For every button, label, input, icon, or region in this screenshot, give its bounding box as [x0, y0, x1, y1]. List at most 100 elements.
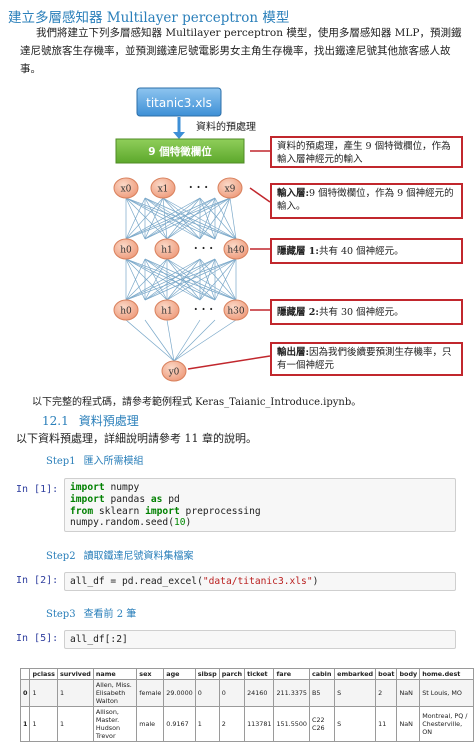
after-diagram-text: 以下完整的程式碼，請參考範例程式 Keras_Taianic_Introduce…	[32, 397, 362, 408]
table-cell: B5	[308, 679, 336, 707]
preprocess-label: 資料的預處理	[196, 120, 256, 133]
annotation-output-layer: 輸出層:因為我們後續要預測生存機率，只有一個神經元	[270, 342, 463, 376]
connection-line	[125, 197, 201, 240]
table-cell: Montreal, PQ / Chesterville, ON	[419, 706, 474, 742]
connection-line	[144, 258, 168, 301]
connection-line	[199, 258, 216, 301]
cell-2-code[interactable]: all_df = pd.read_excel("data/titanic3.xl…	[64, 572, 456, 591]
connection-line	[173, 319, 201, 362]
ellipsis-label: · · ·	[194, 303, 213, 316]
section-title: 資料預處理	[78, 414, 139, 428]
table-cell: 151.5500	[273, 706, 310, 742]
table-cell: S	[334, 679, 377, 707]
table-cell: 1	[56, 679, 94, 707]
connection-line	[214, 197, 237, 240]
table-cell: 1	[19, 706, 31, 742]
code-cell-1[interactable]: In [1]: import numpy import pandas as pd…	[16, 478, 456, 534]
connection-line	[173, 319, 237, 362]
hidden2-node-label: h0	[120, 307, 132, 317]
connection-line	[166, 319, 175, 362]
cell-1-code[interactable]: import numpy import pandas as pd from sk…	[64, 478, 456, 532]
connection-line	[144, 319, 175, 362]
features-box	[115, 138, 245, 164]
connection-line	[125, 197, 216, 240]
table-cell: C22 C26	[308, 706, 336, 742]
table-cell: Allen, Miss. Elisabeth Walton	[92, 679, 138, 707]
table-cell: NaN	[396, 679, 421, 707]
input-node-label: x9	[225, 185, 236, 195]
column-header: embarked	[334, 668, 377, 680]
connection-line	[162, 197, 201, 240]
connection-line	[166, 258, 201, 301]
connection-line	[125, 258, 201, 301]
column-header: home.dest	[419, 668, 474, 680]
table-cell: male	[136, 706, 165, 742]
connection-line	[166, 197, 231, 240]
connection-line	[125, 197, 168, 240]
table-cell: 1	[194, 706, 220, 742]
connection-line	[166, 197, 201, 240]
connection-line	[166, 258, 216, 301]
page-title: 建立多層感知器 Multilayer perceptron 模型	[8, 10, 290, 26]
cell-3-code[interactable]: all_df[:2]	[64, 630, 456, 649]
annotation-input-layer: 輸入層:9 個特徵欄位，作為 9 個神經元的輸入。	[270, 183, 463, 219]
connection-line	[144, 197, 168, 240]
table-cell: 29.0000	[163, 679, 196, 707]
code-cell-2[interactable]: In [2]: all_df = pd.read_excel("data/tit…	[16, 572, 456, 592]
cell-1-prompt: In [1]:	[16, 484, 59, 495]
hidden1-node	[113, 238, 139, 260]
table-cell: 0	[194, 679, 220, 707]
connection-line	[199, 197, 216, 240]
connection-line	[199, 197, 237, 240]
table-cell: 0	[19, 679, 31, 707]
code-cell-3[interactable]: In [5]: all_df[:2]	[16, 630, 456, 650]
section-intro: 以下資料預處理，詳細說明請參考 11 章的說明。	[16, 432, 257, 445]
hidden1-node-label: h0	[120, 246, 132, 256]
table-cell: 11	[375, 706, 398, 742]
table-cell: 1	[29, 706, 58, 742]
column-header: sex	[136, 668, 165, 680]
table-cell: female	[136, 679, 165, 707]
column-header: boat	[375, 668, 398, 680]
table-cell: 0	[218, 679, 246, 707]
connection-line	[199, 258, 237, 301]
connection-line	[173, 319, 216, 362]
connector-input	[249, 187, 271, 203]
connection-line	[125, 319, 175, 362]
connection-line	[144, 197, 216, 240]
input-node-label: x1	[158, 185, 169, 195]
connection-line	[125, 258, 237, 301]
table-cell: 1	[29, 679, 58, 707]
hidden1-node	[154, 238, 180, 260]
connection-line	[144, 197, 231, 240]
connection-line	[162, 197, 237, 240]
output-node-label: y0	[168, 368, 180, 378]
connection-line	[144, 197, 201, 240]
column-header: age	[163, 668, 196, 680]
column-header	[19, 668, 31, 680]
table-cell: S	[334, 706, 377, 742]
table-cell: 24160	[244, 679, 275, 707]
annotation-preprocess: 資料的預處理，產生 9 個特徵欄位，作為輸入層神經元的輸入	[270, 136, 463, 168]
column-header: body	[396, 668, 421, 680]
hidden2-node-label: h1	[161, 307, 173, 317]
connection-line	[214, 197, 231, 240]
cell-2-prompt: In [2]:	[16, 575, 59, 586]
input-node	[150, 177, 176, 199]
annotation-hidden1: 隱藏層 1:共有 40 個神經元。	[270, 238, 463, 264]
annotation-hidden2: 隱藏層 2:共有 30 個神經元。	[270, 299, 463, 325]
table-cell: 1	[56, 706, 94, 742]
table-cell: 2	[375, 679, 398, 707]
connection-line	[214, 258, 237, 301]
input-file-label: titanic3.xls	[146, 96, 212, 110]
input-node-label: x0	[121, 185, 132, 195]
